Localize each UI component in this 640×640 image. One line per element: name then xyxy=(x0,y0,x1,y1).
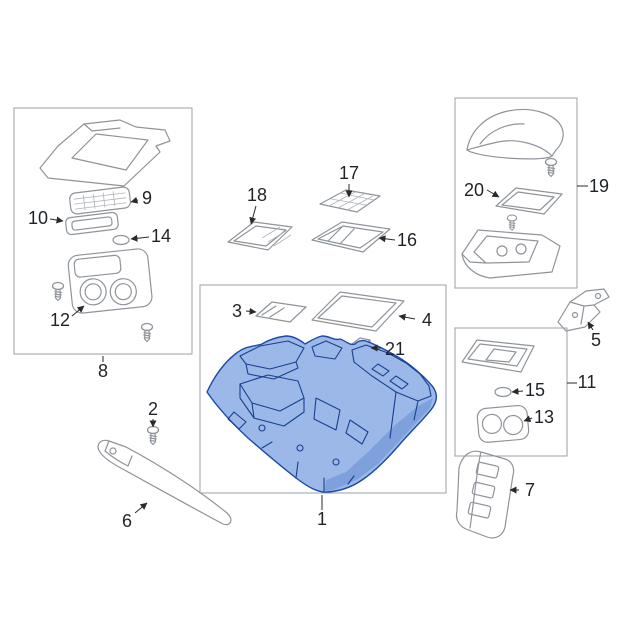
part-11-tray xyxy=(461,339,535,373)
callout-2: 2 xyxy=(147,399,159,419)
part-18-tray xyxy=(227,221,293,251)
part-3-mat xyxy=(255,301,307,323)
part-17-mat xyxy=(319,189,381,213)
screw-icon xyxy=(146,425,160,446)
callout-1: 1 xyxy=(316,509,328,529)
callout-14: 14 xyxy=(150,226,172,246)
screw-icon xyxy=(51,281,65,302)
callout-12: 12 xyxy=(49,310,71,330)
callout-8: 8 xyxy=(97,361,109,381)
part-10-pad xyxy=(65,211,119,236)
part-7-end-panel xyxy=(455,450,515,539)
callout-20: 20 xyxy=(463,180,485,200)
part-8-top-plate xyxy=(39,119,171,187)
part-20-hinge-panel xyxy=(495,187,563,215)
callout-16: 16 xyxy=(396,230,418,250)
part-19-base-tray xyxy=(461,229,561,279)
callout-11: 11 xyxy=(577,372,597,392)
part-19-lid xyxy=(466,108,564,160)
part-4-mat xyxy=(311,291,405,332)
callout-10: 10 xyxy=(27,208,49,228)
part-5-bracket xyxy=(557,288,610,332)
screw-icon xyxy=(140,322,154,343)
callout-15: 15 xyxy=(524,380,546,400)
group-box-19 xyxy=(454,97,578,289)
group-box-8 xyxy=(13,107,193,355)
part-1-console xyxy=(206,335,438,493)
group-box-1 xyxy=(199,284,447,494)
part-12-cupholder-base xyxy=(67,248,153,314)
part-6-sill-trim xyxy=(97,439,232,526)
callout-3: 3 xyxy=(231,301,243,321)
callout-9: 9 xyxy=(141,188,153,208)
callout-6: 6 xyxy=(121,511,133,531)
part-13-cupholder-insert xyxy=(476,404,530,443)
screw-icon xyxy=(544,157,558,178)
part-14-grommet xyxy=(112,234,130,246)
callout-19: 19 xyxy=(588,176,610,196)
callout-21: 21 xyxy=(384,339,406,359)
leader-lines xyxy=(49,184,595,514)
callout-18: 18 xyxy=(246,185,268,205)
part-16-tray xyxy=(311,221,391,253)
part-15-grommet xyxy=(494,386,512,398)
screw-icon xyxy=(506,214,518,231)
callout-5: 5 xyxy=(590,330,602,350)
part-9-lid-pad xyxy=(69,186,132,215)
callout-17: 17 xyxy=(338,163,360,183)
callout-7: 7 xyxy=(524,480,536,500)
callout-13: 13 xyxy=(533,407,555,427)
group-box-11 xyxy=(454,327,568,457)
callout-4: 4 xyxy=(421,310,433,330)
